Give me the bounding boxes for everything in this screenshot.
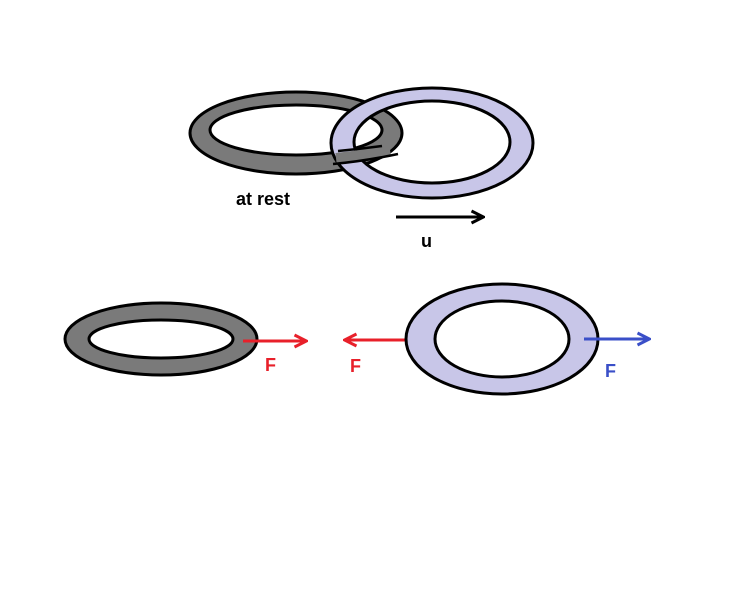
bottom-scene: F F F	[63, 282, 648, 396]
gray-ring-front-segment	[335, 145, 391, 163]
lavender-ring-top	[329, 86, 535, 200]
top-scene: at rest u	[188, 86, 535, 251]
gray-ring-front-edge-outer	[332, 152, 399, 166]
lavender-ring-bottom	[404, 282, 600, 396]
force-label-right-ring-inward: F	[350, 356, 361, 376]
force-label-right-ring-outward: F	[605, 361, 616, 381]
gray-ring-bottom	[63, 301, 259, 377]
velocity-label: u	[421, 231, 432, 251]
rest-label: at rest	[236, 189, 290, 209]
gray-ring-front-edge-inner	[337, 144, 383, 153]
force-label-left-ring: F	[265, 355, 276, 375]
